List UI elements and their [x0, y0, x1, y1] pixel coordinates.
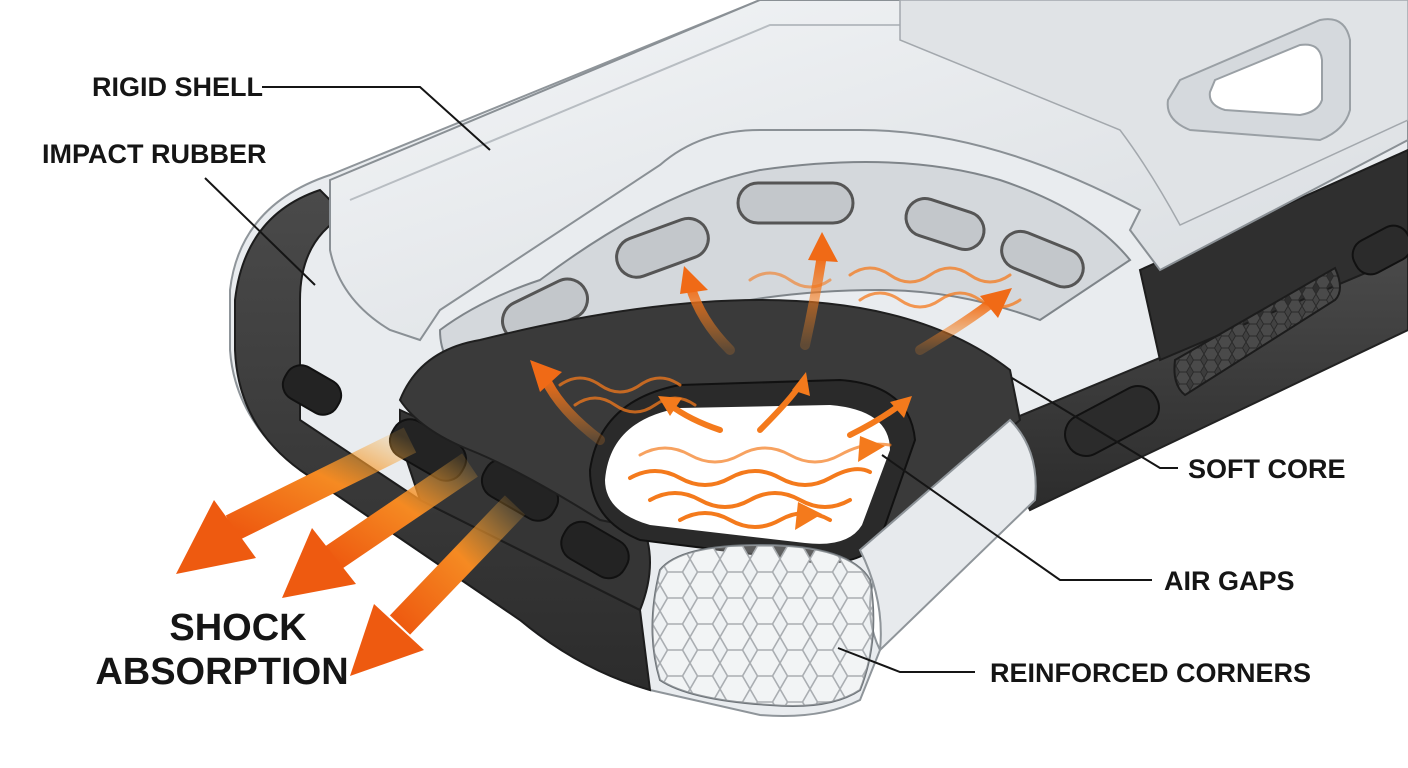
label-soft-core: SOFT CORE: [1188, 454, 1346, 484]
shock-absorption-arrows: [176, 427, 526, 676]
soft-core-leader: [1011, 377, 1178, 469]
reinforced-corners-leader: [837, 647, 975, 673]
air-gaps-leader: [881, 454, 1152, 581]
energy-dispersion-arrows: [530, 232, 1012, 530]
leader-lines: [204, 86, 1178, 673]
label-absorption: ABSORPTION: [95, 651, 348, 693]
label-reinforced-corners: REINFORCED CORNERS: [990, 658, 1311, 688]
reinforced-corner: [651, 418, 1037, 707]
air-gap-waves: [558, 266, 1022, 529]
impact-rubber-leader: [204, 177, 316, 286]
label-rigid-shell: RIGID SHELL: [92, 72, 263, 102]
label-shock: SHOCK: [169, 607, 307, 649]
rigid-shell-rim: [329, 0, 1408, 342]
label-air-gaps: AIR GAPS: [1164, 566, 1295, 596]
rigid-shell-leader: [262, 86, 491, 151]
label-impact-rubber: IMPACT RUBBER: [42, 139, 267, 169]
